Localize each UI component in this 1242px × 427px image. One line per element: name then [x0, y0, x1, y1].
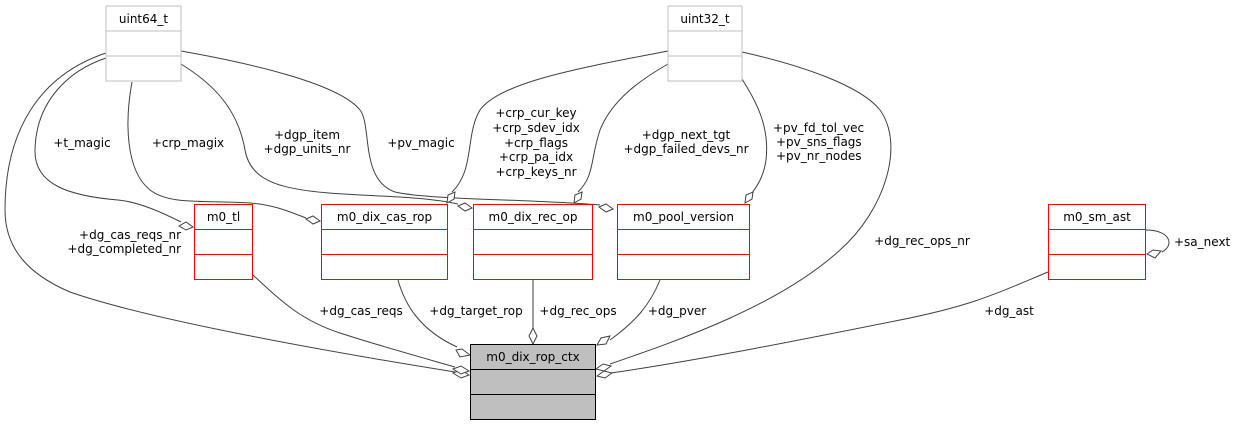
- edge-label: +crp_cur_key: [495, 106, 576, 120]
- class-node-m0-dix-rec-op[interactable]: m0_dix_rec_op: [473, 204, 593, 280]
- aggregation-diamond: [446, 191, 456, 204]
- edge-label: +pv_magic: [387, 136, 454, 150]
- edge-label: +pv_sns_flags: [776, 135, 862, 149]
- aggregation-diamond: [595, 370, 614, 379]
- edge-label: +pv_nr_nodes: [776, 149, 862, 163]
- edge-uint32-to-cas-rop: [451, 50, 669, 193]
- edge-sm-ast-self: [1145, 229, 1170, 253]
- class-node-uint64-t[interactable]: uint64_t: [105, 5, 182, 82]
- aggregation-diamond: [451, 365, 471, 375]
- edge-uint64-to-rop-ctx: [4, 52, 456, 373]
- edge-label: +sa_next: [1174, 235, 1231, 249]
- edge-uint64-to-rec-op: [180, 63, 459, 205]
- edge-label: +crp_keys_nr: [496, 165, 577, 179]
- class-name: m0_dix_rop_ctx: [486, 350, 579, 364]
- aggregation-diamond: [456, 202, 474, 212]
- class-name: m0_sm_ast: [1063, 210, 1131, 224]
- edge-m0-tl-to-rop-ctx: [252, 274, 456, 368]
- edge-label: +t_magic: [53, 136, 110, 150]
- aggregation-diamond: [594, 363, 613, 372]
- edge-labels: +t_magic +crp_magix +dgp_item +dgp_units…: [53, 106, 1230, 318]
- aggregation-diamond: [455, 348, 472, 358]
- class-node-m0-pool-version[interactable]: m0_pool_version: [617, 204, 750, 280]
- aggregation-diamond: [528, 326, 538, 346]
- aggregation-diamond: [597, 203, 615, 213]
- edge-label: +dg_pver: [648, 304, 706, 318]
- aggregation-diamond: [177, 221, 195, 231]
- class-name: uint64_t: [119, 12, 169, 26]
- edge-label: +dg_completed_nr: [68, 242, 182, 256]
- class-name: m0_dix_rec_op: [489, 210, 578, 224]
- class-node-uint32-t[interactable]: uint32_t: [667, 5, 743, 82]
- edge-label: +crp_magix: [152, 136, 224, 150]
- class-node-m0-sm-ast[interactable]: m0_sm_ast: [1048, 204, 1146, 280]
- aggregation-diamond: [573, 191, 583, 204]
- edge-label: +pv_fd_tol_vec: [773, 121, 864, 135]
- edge-label: +dgp_units_nr: [264, 142, 351, 156]
- edge-label: +dg_target_rop: [429, 304, 522, 318]
- edge-uint64-to-m0-tl: [34, 57, 182, 223]
- edge-label: +crp_flags: [504, 136, 568, 150]
- edge-label: +dgp_item: [274, 128, 340, 142]
- aggregation-diamond: [1146, 249, 1162, 259]
- aggregation-diamond: [744, 191, 754, 204]
- class-node-m0-dix-cas-rop[interactable]: m0_dix_cas_rop: [321, 204, 448, 280]
- class-name: m0_dix_cas_rop: [337, 210, 432, 224]
- edges: [4, 50, 1170, 379]
- edge-uint32-to-rec-op: [577, 63, 669, 193]
- edge-pool-version-to-rop-ctx: [609, 279, 661, 341]
- edge-label: +dg_cas_reqs: [319, 304, 402, 318]
- edge-label: +dgp_failed_devs_nr: [623, 142, 748, 156]
- class-node-m0-dix-rop-ctx[interactable]: m0_dix_rop_ctx: [470, 344, 596, 420]
- class-name: uint32_t: [680, 12, 730, 26]
- edge-uint32-to-pool-version: [741, 78, 768, 194]
- edge-label: +dg_cas_reqs_nr: [79, 228, 181, 242]
- edge-label: +crp_sdev_idx: [492, 121, 580, 135]
- class-name: m0_tl: [207, 210, 240, 224]
- aggregation-diamond: [596, 335, 611, 346]
- edge-cas-rop-to-rop-ctx: [397, 279, 458, 348]
- edge-label: +dg_rec_ops_nr: [874, 234, 970, 248]
- aggregation-diamond: [304, 215, 322, 225]
- edge-uint64-to-cas-rop: [127, 81, 307, 219]
- edge-sm-ast-to-rop-ctx: [610, 271, 1049, 374]
- edge-label: +dgp_next_tgt: [642, 128, 731, 142]
- class-name: m0_pool_version: [633, 210, 734, 224]
- class-node-m0-tl[interactable]: m0_tl: [194, 204, 253, 280]
- edge-label: +dg_rec_ops: [539, 304, 616, 318]
- edge-uint64-to-pool-version: [180, 50, 601, 206]
- edge-uint32-to-rop-ctx: [609, 51, 892, 365]
- edge-label: +crp_pa_idx: [499, 150, 573, 164]
- edge-label: +dg_ast: [984, 304, 1034, 318]
